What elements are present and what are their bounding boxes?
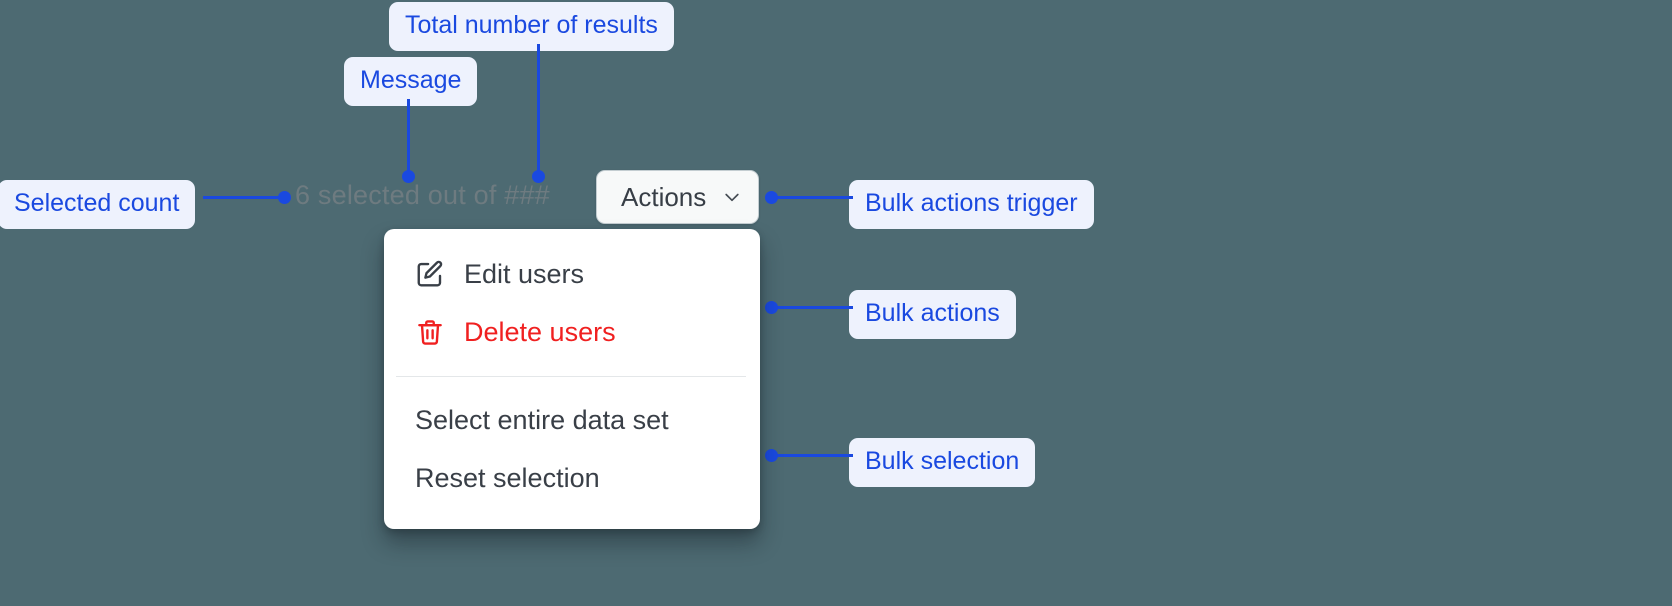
connector-bulk-selection-line — [771, 454, 853, 457]
connector-bulk-actions-trigger-dot — [765, 191, 778, 204]
actions-button-label: Actions — [621, 182, 707, 212]
connector-message-line — [407, 99, 410, 175]
menu-item-edit-users[interactable]: Edit users — [384, 245, 760, 303]
connector-selected-count-line — [203, 196, 287, 199]
menu-item-reset-selection[interactable]: Reset selection — [384, 449, 760, 507]
connector-message-dot — [402, 170, 415, 183]
bulk-actions-trigger-button[interactable]: Actions — [596, 170, 759, 224]
chevron-down-icon — [722, 187, 742, 207]
connector-bulk-actions-dot — [765, 301, 778, 314]
menu-divider — [396, 376, 746, 377]
menu-item-delete-users[interactable]: Delete users — [384, 303, 760, 361]
connector-bulk-actions-trigger-line — [771, 196, 853, 199]
trash-icon — [415, 317, 445, 347]
annotation-message: Message — [344, 57, 478, 106]
annotation-selected-count: Selected count — [0, 180, 196, 229]
connector-total-results-dot — [532, 170, 545, 183]
selected-count-message: 6 selected out of ### — [295, 180, 550, 210]
connector-selected-count-dot — [278, 191, 291, 204]
menu-item-label: Delete users — [464, 316, 616, 347]
menu-item-select-entire-data-set[interactable]: Select entire data set — [384, 391, 760, 449]
connector-bulk-selection-dot — [765, 449, 778, 462]
connector-bulk-actions-line — [771, 306, 853, 309]
annotation-total-results: Total number of results — [389, 2, 674, 51]
menu-item-label: Select entire data set — [415, 404, 669, 435]
menu-item-label: Edit users — [464, 258, 585, 289]
menu-item-label: Reset selection — [415, 462, 600, 493]
annotation-bulk-selection: Bulk selection — [849, 438, 1036, 487]
connector-total-results-line — [537, 44, 540, 175]
bulk-actions-menu: Edit users Delete users Select entire da… — [384, 229, 760, 529]
annotation-bulk-actions: Bulk actions — [849, 290, 1016, 339]
annotation-bulk-actions-trigger: Bulk actions trigger — [849, 180, 1094, 229]
edit-pencil-icon — [415, 259, 445, 289]
